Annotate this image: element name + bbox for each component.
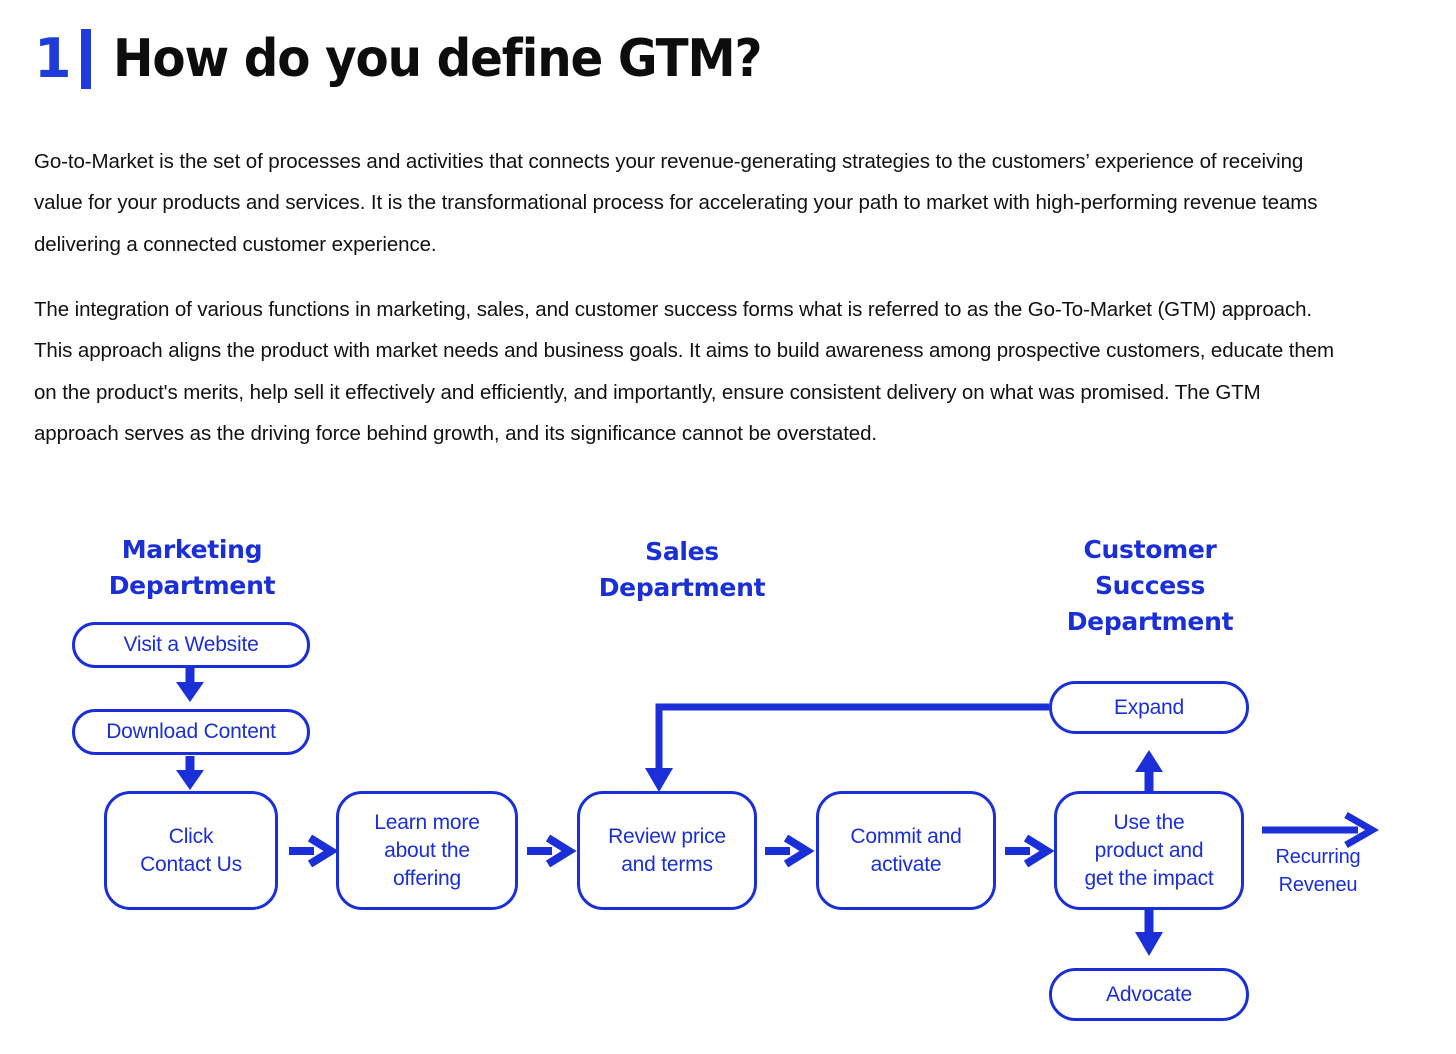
heading-accent-bar: [80, 29, 91, 89]
heading-number: 1: [34, 27, 72, 90]
department-title-customer-success: Customer Success Department: [1066, 535, 1234, 636]
node-download-content[interactable]: Download Content: [72, 709, 310, 755]
node-click-contact-us[interactable]: Click Contact Us: [104, 791, 278, 910]
node-expand[interactable]: Expand: [1049, 681, 1249, 734]
intro-paragraph-1: Go-to-Market is the set of processes and…: [34, 149, 1318, 256]
arrow-use-to-advocate: [1135, 908, 1163, 956]
arrow-use-to-expand: [1135, 750, 1163, 792]
department-title-marketing: Marketing Department: [108, 535, 276, 600]
arrow-contact-to-learn: [289, 834, 339, 868]
node-advocate[interactable]: Advocate: [1049, 968, 1249, 1021]
feedback-loop-expand-to-review: [645, 703, 1049, 792]
arrow-visit-to-download: [176, 668, 204, 702]
node-commit-and-activate[interactable]: Commit and activate: [816, 791, 996, 910]
node-visit-a-website[interactable]: Visit a Website: [72, 622, 310, 668]
arrow-commit-to-use: [1005, 834, 1055, 868]
department-title-sales: Sales Department: [598, 537, 766, 602]
node-use-the-product-and-get-the-impact[interactable]: Use the product and get the impact: [1054, 791, 1244, 910]
edge-label-recurring-revenue: Recurring Reveneu: [1275, 846, 1361, 896]
page-heading: 1 How do you define GTM?: [34, 28, 810, 90]
diagram-connectors: [176, 668, 1380, 956]
page-title: How do you define GTM?: [112, 29, 763, 89]
intro-paragraph-2: The integration of various functions in …: [34, 297, 1334, 446]
node-review-price-and-terms[interactable]: Review price and terms: [577, 791, 757, 910]
arrow-download-to-contact: [176, 756, 204, 790]
gtm-flow-diagram: Marketing Department Sales Department Cu…: [0, 500, 1456, 1054]
arrow-recurring-revenue: [1262, 811, 1380, 849]
arrow-learn-to-review: [527, 834, 577, 868]
arrow-review-to-commit: [765, 834, 815, 868]
node-learn-more-about-the-offering[interactable]: Learn more about the offering: [336, 791, 518, 910]
